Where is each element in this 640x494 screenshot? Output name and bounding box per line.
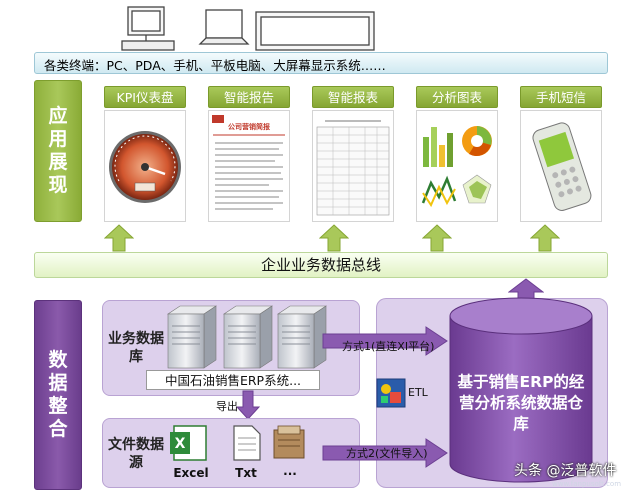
radar-chart-icon	[462, 174, 492, 204]
file-datasource-title: 文件数据源	[108, 437, 164, 471]
data-warehouse-cylinder	[449, 297, 593, 483]
etl-icon	[376, 378, 406, 408]
svg-text:X: X	[175, 436, 186, 452]
app-tab-analysis-chart[interactable]: 分析图表	[416, 86, 498, 108]
laptop-icon	[198, 9, 250, 45]
app-tab-analysis-chart-label: 分析图表	[431, 90, 482, 105]
donut-chart-icon	[462, 126, 492, 157]
server-icon	[167, 305, 217, 369]
database-servers-icon	[167, 305, 327, 369]
arrow-right-icon	[322, 438, 448, 468]
terminal-devices-text: 各类终端：PC、PDA、手机、平板电脑、大屏幕显示系统……	[44, 58, 386, 73]
gauge-icon	[109, 131, 181, 203]
app-tab-kpi-label: KPI仪表盘	[116, 90, 174, 105]
smart-report-thumbnail: 公司营销简报	[208, 110, 290, 222]
enterprise-data-bus-label: 企业业务数据总线	[260, 256, 381, 274]
excel-label: Excel	[173, 466, 209, 480]
mobile-phone-icon	[532, 122, 592, 211]
line-chart-icon	[421, 175, 457, 208]
app-tab-sms-label: 手机短信	[535, 90, 586, 105]
txt-file-icon: Txt	[226, 424, 266, 480]
analysis-chart-thumbnail	[416, 110, 498, 222]
arrow-up-icon	[422, 224, 452, 252]
section-label-integration-text: 数据整合	[48, 349, 68, 440]
large-screen-icon	[255, 11, 375, 51]
app-tab-smart-report[interactable]: 智能报告	[208, 86, 290, 108]
section-label-presentation: 应用展现	[34, 80, 82, 222]
export-label: 导出	[216, 400, 238, 413]
watermark-url: www.fanpusoft.com	[552, 480, 622, 488]
enterprise-data-bus	[34, 252, 608, 278]
app-tab-sms[interactable]: 手机短信	[520, 86, 602, 108]
terminal-devices-bar	[34, 52, 608, 74]
connection-mode-1-label: 方式1(直连XI平台)	[342, 340, 435, 353]
connection-mode-2-label: 方式2(文件导入)	[346, 447, 428, 460]
excel-file-icon: X Excel	[168, 424, 214, 480]
other-files-label: ...	[283, 464, 297, 478]
app-tab-kpi[interactable]: KPI仪表盘	[104, 86, 186, 108]
report-thumb-title: 公司营销简报	[228, 122, 271, 131]
txt-label: Txt	[235, 466, 257, 480]
section-label-presentation-text: 应用展现	[48, 105, 68, 196]
desktop-pc-icon	[121, 6, 175, 51]
arrow-down-icon	[236, 390, 260, 420]
etl-label: ETL	[408, 386, 428, 399]
server-icon	[277, 305, 327, 369]
server-icon	[223, 305, 273, 369]
file-datasource-panel	[102, 418, 360, 488]
terminal-devices-illustration	[121, 6, 375, 51]
report-table-icon	[316, 120, 390, 216]
charts-icon	[421, 126, 492, 208]
data-warehouse-label: 基于销售ERP的经营分析系统数据仓库	[457, 373, 585, 433]
app-tab-smart-table-label: 智能报表	[327, 90, 378, 105]
other-files-icon: ...	[270, 422, 310, 478]
watermark: 头条 @泛普软件	[514, 463, 617, 479]
arrow-right-icon	[322, 326, 448, 356]
section-label-integration: 数据整合	[34, 300, 82, 490]
arrow-up-icon	[530, 224, 560, 252]
app-tab-smart-table[interactable]: 智能报表	[312, 86, 394, 108]
smart-table-thumbnail	[312, 110, 394, 222]
business-database-title: 业务数据库	[108, 331, 164, 365]
arrow-up-icon	[104, 224, 134, 252]
erp-system-label: 中国石油销售ERP系统...	[146, 370, 320, 390]
bar-chart-icon	[423, 127, 453, 167]
arrow-up-icon	[319, 224, 349, 252]
report-document-icon: 公司营销简报	[212, 115, 285, 210]
app-tab-smart-report-label: 智能报告	[223, 90, 274, 105]
kpi-dashboard-thumbnail	[104, 110, 186, 222]
sms-thumbnail	[520, 110, 602, 222]
